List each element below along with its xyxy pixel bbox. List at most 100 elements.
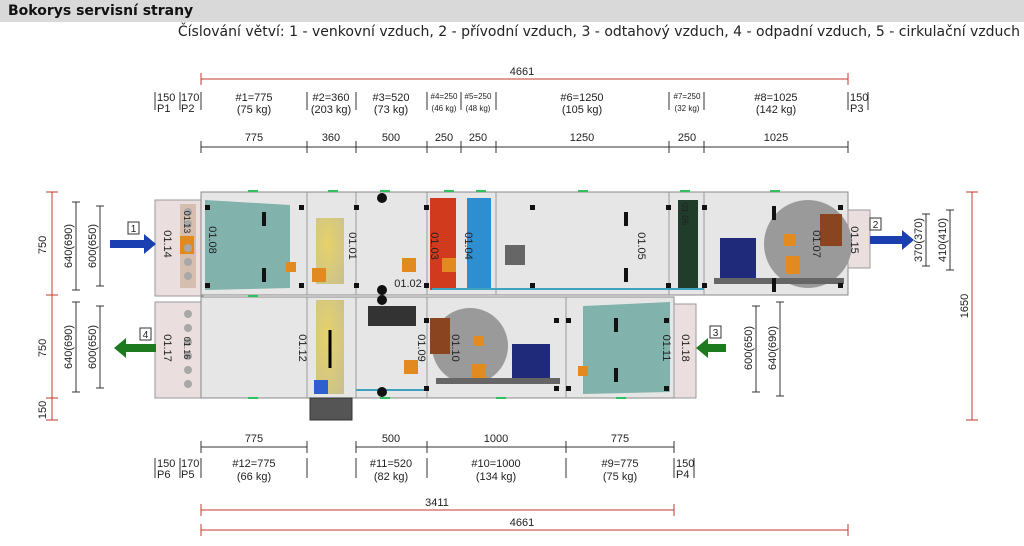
heater xyxy=(430,198,456,290)
label-01-18: 01.18 xyxy=(679,334,691,362)
p6-width: 150 xyxy=(157,458,175,470)
left-lower-dim-a: 640(690) xyxy=(63,325,75,369)
damper-blades xyxy=(184,208,192,388)
cooler xyxy=(467,198,491,290)
p6-label: P6 xyxy=(157,469,170,481)
bottom-section-ticks xyxy=(154,458,695,478)
arrow-extract-air xyxy=(696,338,726,358)
eliminator xyxy=(505,245,525,265)
bottom-width-3: 1000 xyxy=(484,433,508,445)
left-base-height: 150 xyxy=(37,401,49,419)
right-height-dimension xyxy=(966,191,978,421)
label-01-13: 01.13 xyxy=(182,211,192,234)
bottom-total-label: 4661 xyxy=(510,517,534,529)
section-12-label: #12=775 xyxy=(232,458,275,470)
bottom-width-dimension xyxy=(200,441,675,453)
section-7-weight: (32 kg) xyxy=(675,104,700,113)
top-width-1: 775 xyxy=(245,132,263,144)
left-upper-dim-b: 600(650) xyxy=(87,224,99,268)
top-width-7: 250 xyxy=(678,132,696,144)
p4-width: 150 xyxy=(676,458,694,470)
top-width-8: 1025 xyxy=(764,132,788,144)
right-upper-dim-a: 370(370) xyxy=(913,218,925,262)
label-01-10: 01.10 xyxy=(449,334,461,362)
title-bar: Bokorys servisní strany xyxy=(0,0,1024,22)
section-8-weight: (142 kg) xyxy=(756,104,796,116)
section-1-label: #1=775 xyxy=(235,92,272,104)
top-width-2: 360 xyxy=(322,132,340,144)
label-01-01: 01.01 xyxy=(346,232,358,260)
section-8-label: #8=1025 xyxy=(754,92,797,104)
lower-components xyxy=(314,300,670,394)
arrow-supply-air xyxy=(870,230,914,250)
section-2-label: #2=360 xyxy=(312,92,349,104)
branch-1-marker: 1 xyxy=(131,224,137,235)
section-3-weight: (73 kg) xyxy=(374,104,408,116)
p5-width: 170 xyxy=(181,458,199,470)
fan-inlet-upper xyxy=(820,214,842,246)
top-width-dimension xyxy=(200,141,849,153)
section-11-label: #11=520 xyxy=(370,458,412,470)
top-width-3: 500 xyxy=(382,132,400,144)
section-4-label: #4=250 xyxy=(431,92,458,101)
arrow-outdoor-air xyxy=(110,234,156,254)
section-4-weight: (46 kg) xyxy=(432,104,457,113)
section-7-label: #7=250 xyxy=(674,92,701,101)
top-width-5: 250 xyxy=(469,132,487,144)
left-lower-dim-b: 600(650) xyxy=(87,325,99,369)
label-01-17: 01.17 xyxy=(161,334,173,362)
label-01-09: 01.09 xyxy=(415,334,427,362)
label-01-05: 01.05 xyxy=(635,232,647,260)
arrow-exhaust-air xyxy=(114,338,156,358)
left-lower-height: 750 xyxy=(37,339,49,357)
branch-4-marker: 4 xyxy=(143,330,149,341)
section-2-weight: (203 kg) xyxy=(311,104,351,116)
section-12-weight: (66 kg) xyxy=(237,471,271,483)
left-upper-height: 750 xyxy=(37,236,49,254)
left-height-dimensions xyxy=(46,191,58,421)
branch-2-marker: 2 xyxy=(873,220,879,231)
p2-label: P2 xyxy=(181,103,194,115)
silencer xyxy=(678,200,698,290)
damper-lower xyxy=(368,306,416,326)
bottom-total-dimensions xyxy=(200,504,849,536)
label-01-16: 01.16 xyxy=(182,337,192,360)
section-6-label: #6=1250 xyxy=(560,92,603,104)
left-upper-dim-a: 640(690) xyxy=(63,224,75,268)
access-markers xyxy=(248,190,780,399)
right-upper-dim-b: 410(410) xyxy=(937,218,949,262)
top-width-6: 1250 xyxy=(570,132,594,144)
branch-legend: Číslování větví: 1 - venkovní vzduch, 2 … xyxy=(177,24,1020,40)
top-total-dimension xyxy=(200,73,849,85)
bottom-width-1: 775 xyxy=(245,433,263,445)
upper-components xyxy=(180,198,852,290)
p2-width: 170 xyxy=(181,92,199,104)
section-10-label: #10=1000 xyxy=(471,458,520,470)
section-5-label: #5=250 xyxy=(465,92,492,101)
fan-motor-lower xyxy=(512,344,550,382)
label-01-03: 01.03 xyxy=(428,232,440,260)
top-section-ticks xyxy=(154,92,869,110)
filter-lower xyxy=(583,302,670,394)
section-1-weight: (75 kg) xyxy=(237,104,271,116)
label-01-08: 01.08 xyxy=(206,226,218,254)
label-01-02: 01.02 xyxy=(394,278,422,290)
p1-width: 150 xyxy=(157,92,175,104)
fan-motor-upper xyxy=(720,238,756,278)
p1-label: P1 xyxy=(157,103,170,115)
bottom-width-4: 775 xyxy=(611,433,629,445)
bottom-partial-label: 3411 xyxy=(425,497,449,509)
branch-3-marker: 3 xyxy=(713,328,719,339)
section-9-label: #9=775 xyxy=(601,458,638,470)
label-01-12: 01.12 xyxy=(296,334,308,362)
right-lower-dim-a: 600(650) xyxy=(743,326,755,370)
filter-upper xyxy=(205,200,290,290)
label-01-04: 01.04 xyxy=(462,232,474,260)
p3-label: P3 xyxy=(850,103,863,115)
top-width-4: 250 xyxy=(435,132,453,144)
section-9-weight: (75 kg) xyxy=(603,471,637,483)
section-3-label: #3=520 xyxy=(372,92,409,104)
total-height: 1650 xyxy=(959,294,971,318)
p5-label: P5 xyxy=(181,469,194,481)
